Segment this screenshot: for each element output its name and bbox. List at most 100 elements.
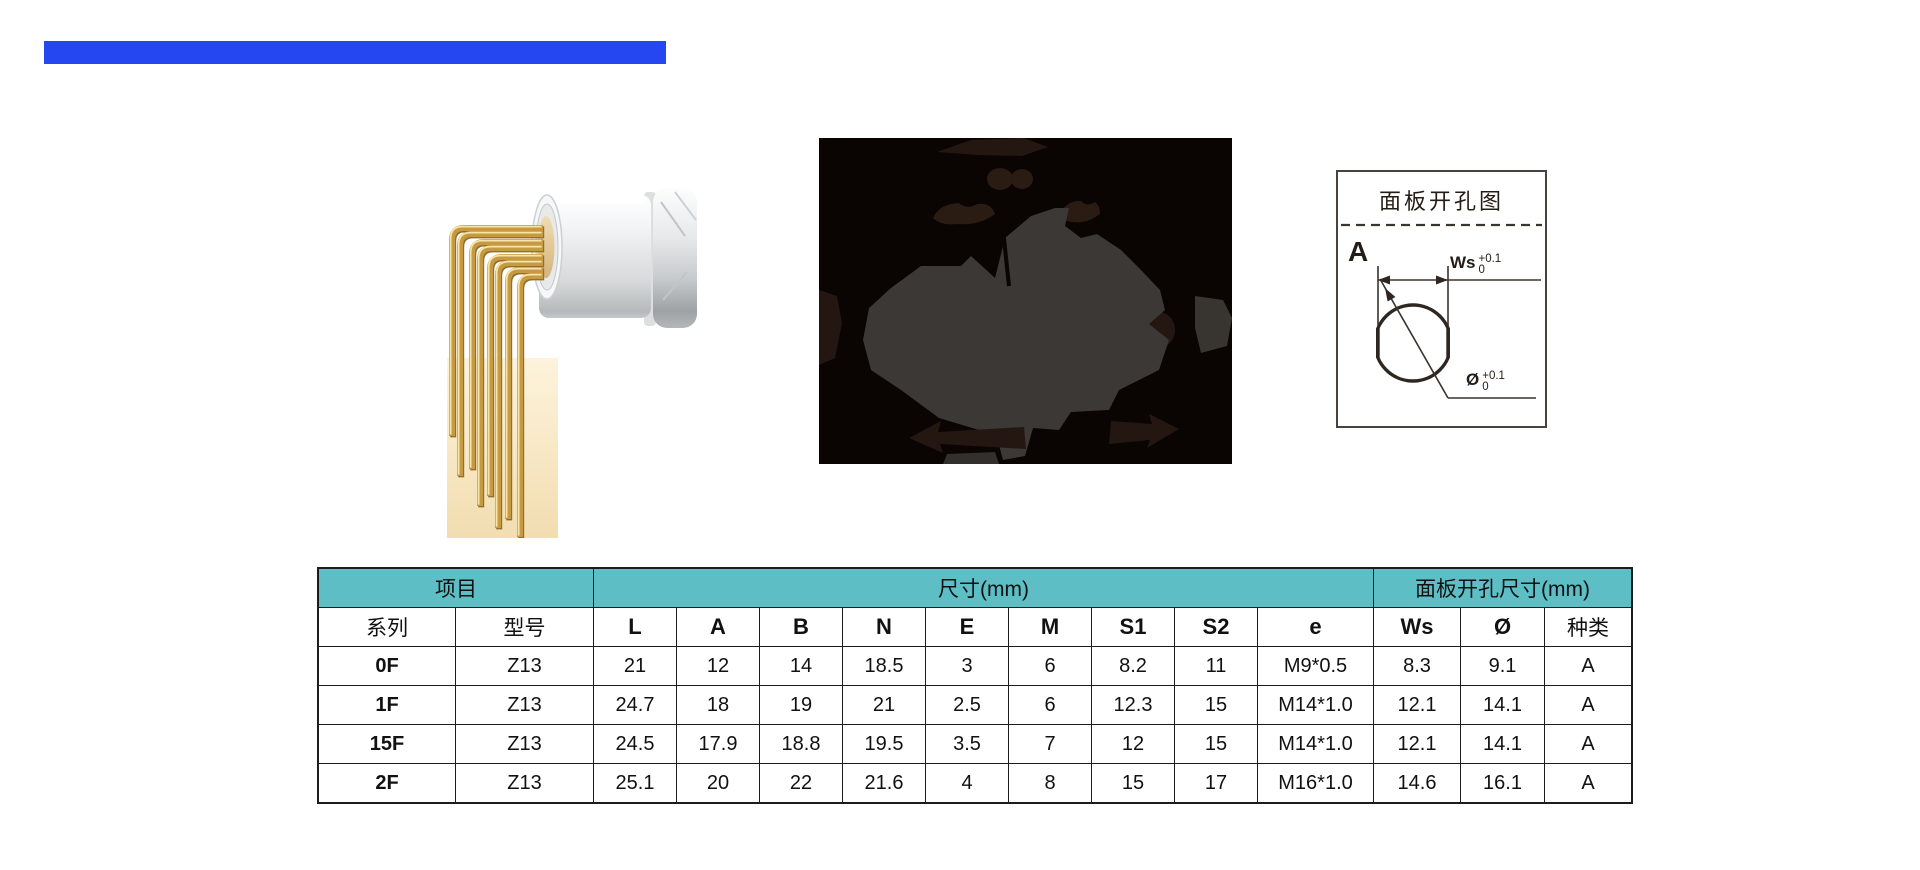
table-cell: 2.5	[925, 685, 1009, 725]
table-cell: 16.1	[1460, 763, 1545, 803]
table-cell: 1F	[318, 685, 456, 725]
table-cell: 14.1	[1460, 724, 1545, 764]
table-cell: 21	[842, 685, 926, 725]
table-cell: 8.2	[1091, 646, 1175, 686]
table-cell: 14	[759, 646, 843, 686]
table-cell: Z13	[455, 646, 594, 686]
table-cell: Z13	[455, 685, 594, 725]
table-cell: 6	[1008, 685, 1092, 725]
table-cell: 19	[759, 685, 843, 725]
table-cell: 17.9	[676, 724, 760, 764]
panel-cutout-svg	[1341, 223, 1542, 399]
table-cell: 3	[925, 646, 1009, 686]
column-header-cell: E	[925, 607, 1009, 647]
table-cell: 24.5	[593, 724, 677, 764]
table-cell: 14.1	[1460, 685, 1545, 725]
table-cell: A	[1544, 685, 1632, 725]
connector-body	[531, 188, 697, 328]
table-cell: 7	[1008, 724, 1092, 764]
column-header-cell: 系列	[318, 607, 456, 647]
table-cell: 6	[1008, 646, 1092, 686]
table-cell: 8.3	[1373, 646, 1461, 686]
ws-label: Ws	[1450, 253, 1476, 272]
panel-cutout-box: 面板开孔图 A Ws +0.1 0 Ø +0.1 0	[1336, 170, 1547, 428]
table-cell: A	[1544, 646, 1632, 686]
header-group-cell: 项目	[318, 568, 594, 608]
connector-photo	[447, 178, 699, 539]
table-cell: M14*1.0	[1257, 685, 1374, 725]
photo-cream-backdrop	[447, 358, 558, 538]
table-cell: 18.8	[759, 724, 843, 764]
dia-tol-lower: 0	[1482, 381, 1489, 393]
table-cell: 12	[676, 646, 760, 686]
table-cell: 17	[1174, 763, 1258, 803]
table-cell: 21.6	[842, 763, 926, 803]
column-header-cell: N	[842, 607, 926, 647]
column-header-cell: Ø	[1460, 607, 1545, 647]
diameter-dimension-label: Ø +0.1 0	[1466, 370, 1505, 393]
table-cell: 19.5	[842, 724, 926, 764]
ws-tol-lower: 0	[1478, 264, 1485, 276]
table-cell: 2F	[318, 763, 456, 803]
drawing-blobs	[819, 138, 1232, 464]
table-cell: 22	[759, 763, 843, 803]
column-header-cell: A	[676, 607, 760, 647]
width-dimension-label: Ws +0.1 0	[1450, 253, 1502, 276]
table-cell: 18	[676, 685, 760, 725]
dia-tol-upper: +0.1	[1482, 370, 1505, 382]
header-group-cell: 面板开孔尺寸(mm)	[1373, 568, 1632, 608]
table-cell: 15	[1174, 724, 1258, 764]
column-header-cell: 种类	[1544, 607, 1632, 647]
header-group-cell: 尺寸(mm)	[593, 568, 1374, 608]
column-header-cell: Ws	[1373, 607, 1461, 647]
column-header-cell: 型号	[455, 607, 594, 647]
column-header-cell: M	[1008, 607, 1092, 647]
column-header-cell: B	[759, 607, 843, 647]
column-header-cell: L	[593, 607, 677, 647]
connector-photo-svg	[447, 188, 697, 539]
table-cell: 9.1	[1460, 646, 1545, 686]
table-cell: 15	[1091, 763, 1175, 803]
table-cell: 0F	[318, 646, 456, 686]
table-cell: 12.3	[1091, 685, 1175, 725]
table-cell: Z13	[455, 724, 594, 764]
gold-pins	[449, 225, 545, 539]
table-cell: M9*0.5	[1257, 646, 1374, 686]
table-cell: 24.7	[593, 685, 677, 725]
dimension-drawing-dark	[819, 138, 1232, 464]
table-cell: 12.1	[1373, 685, 1461, 725]
table-cell: A	[1544, 724, 1632, 764]
table-cell: M14*1.0	[1257, 724, 1374, 764]
view-label-a: A	[1348, 236, 1369, 267]
table-cell: A	[1544, 763, 1632, 803]
table-cell: 4	[925, 763, 1009, 803]
table-cell: 18.5	[842, 646, 926, 686]
table-cell: 21	[593, 646, 677, 686]
table-cell: 11	[1174, 646, 1258, 686]
diameter-symbol: Ø	[1466, 370, 1480, 389]
table-cell: 15	[1174, 685, 1258, 725]
column-header-cell: e	[1257, 607, 1374, 647]
column-header-cell: S2	[1174, 607, 1258, 647]
heading-accent-bar	[44, 41, 666, 64]
column-header-cell: S1	[1091, 607, 1175, 647]
table-cell: 15F	[318, 724, 456, 764]
table-cell: 20	[676, 763, 760, 803]
ws-tol-upper: +0.1	[1478, 253, 1502, 265]
table-cell: 12.1	[1373, 724, 1461, 764]
table-cell: M16*1.0	[1257, 763, 1374, 803]
table-cell: Z13	[455, 763, 594, 803]
table-cell: 8	[1008, 763, 1092, 803]
table-cell: 12	[1091, 724, 1175, 764]
dimension-drawing-svg	[819, 138, 1232, 464]
table-cell: 14.6	[1373, 763, 1461, 803]
table-cell: 25.1	[593, 763, 677, 803]
